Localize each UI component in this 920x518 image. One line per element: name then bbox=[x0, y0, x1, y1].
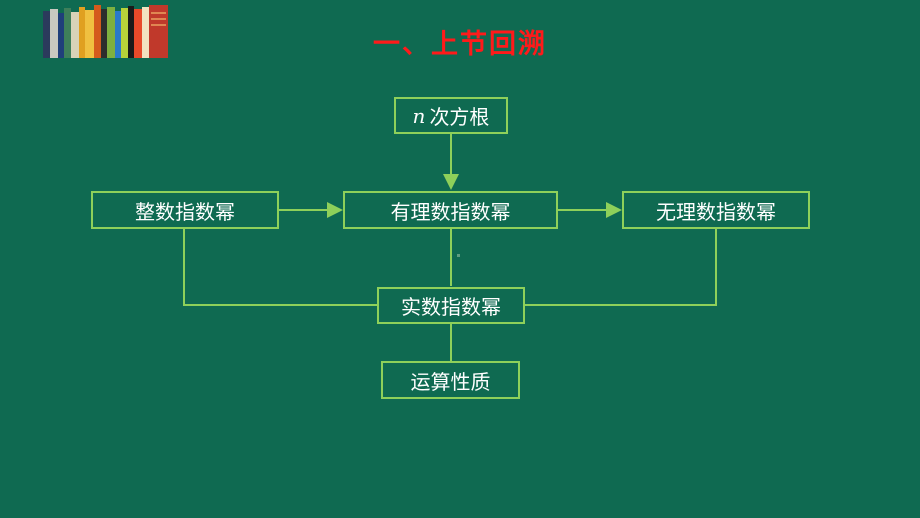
variable-n: n bbox=[412, 103, 426, 128]
small-dot bbox=[457, 254, 460, 257]
node-integer-exponent-label: 整数指数幂 bbox=[135, 199, 235, 224]
node-real-exponent: 实数指数幂 bbox=[377, 287, 525, 324]
node-operation-properties-label: 运算性质 bbox=[410, 369, 491, 394]
line-integer-to-real bbox=[183, 229, 377, 306]
node-irrational-exponent: 无理数指数幂 bbox=[622, 191, 810, 229]
node-rational-exponent-label: 有理数指数幂 bbox=[390, 199, 511, 224]
node-integer-exponent: 整数指数幂 bbox=[91, 191, 279, 229]
node-irrational-exponent-label: 无理数指数幂 bbox=[656, 199, 776, 224]
slide-title: 一、上节回溯 bbox=[373, 29, 547, 60]
line-irrational-to-real bbox=[525, 229, 717, 306]
node-operation-properties: 运算性质 bbox=[381, 361, 520, 399]
node-rational-exponent: 有理数指数幂 bbox=[343, 191, 558, 229]
books-image bbox=[43, 5, 168, 58]
node-nth-root-label: 次方根 bbox=[429, 105, 490, 129]
node-real-exponent-label: 实数指数幂 bbox=[401, 295, 501, 319]
